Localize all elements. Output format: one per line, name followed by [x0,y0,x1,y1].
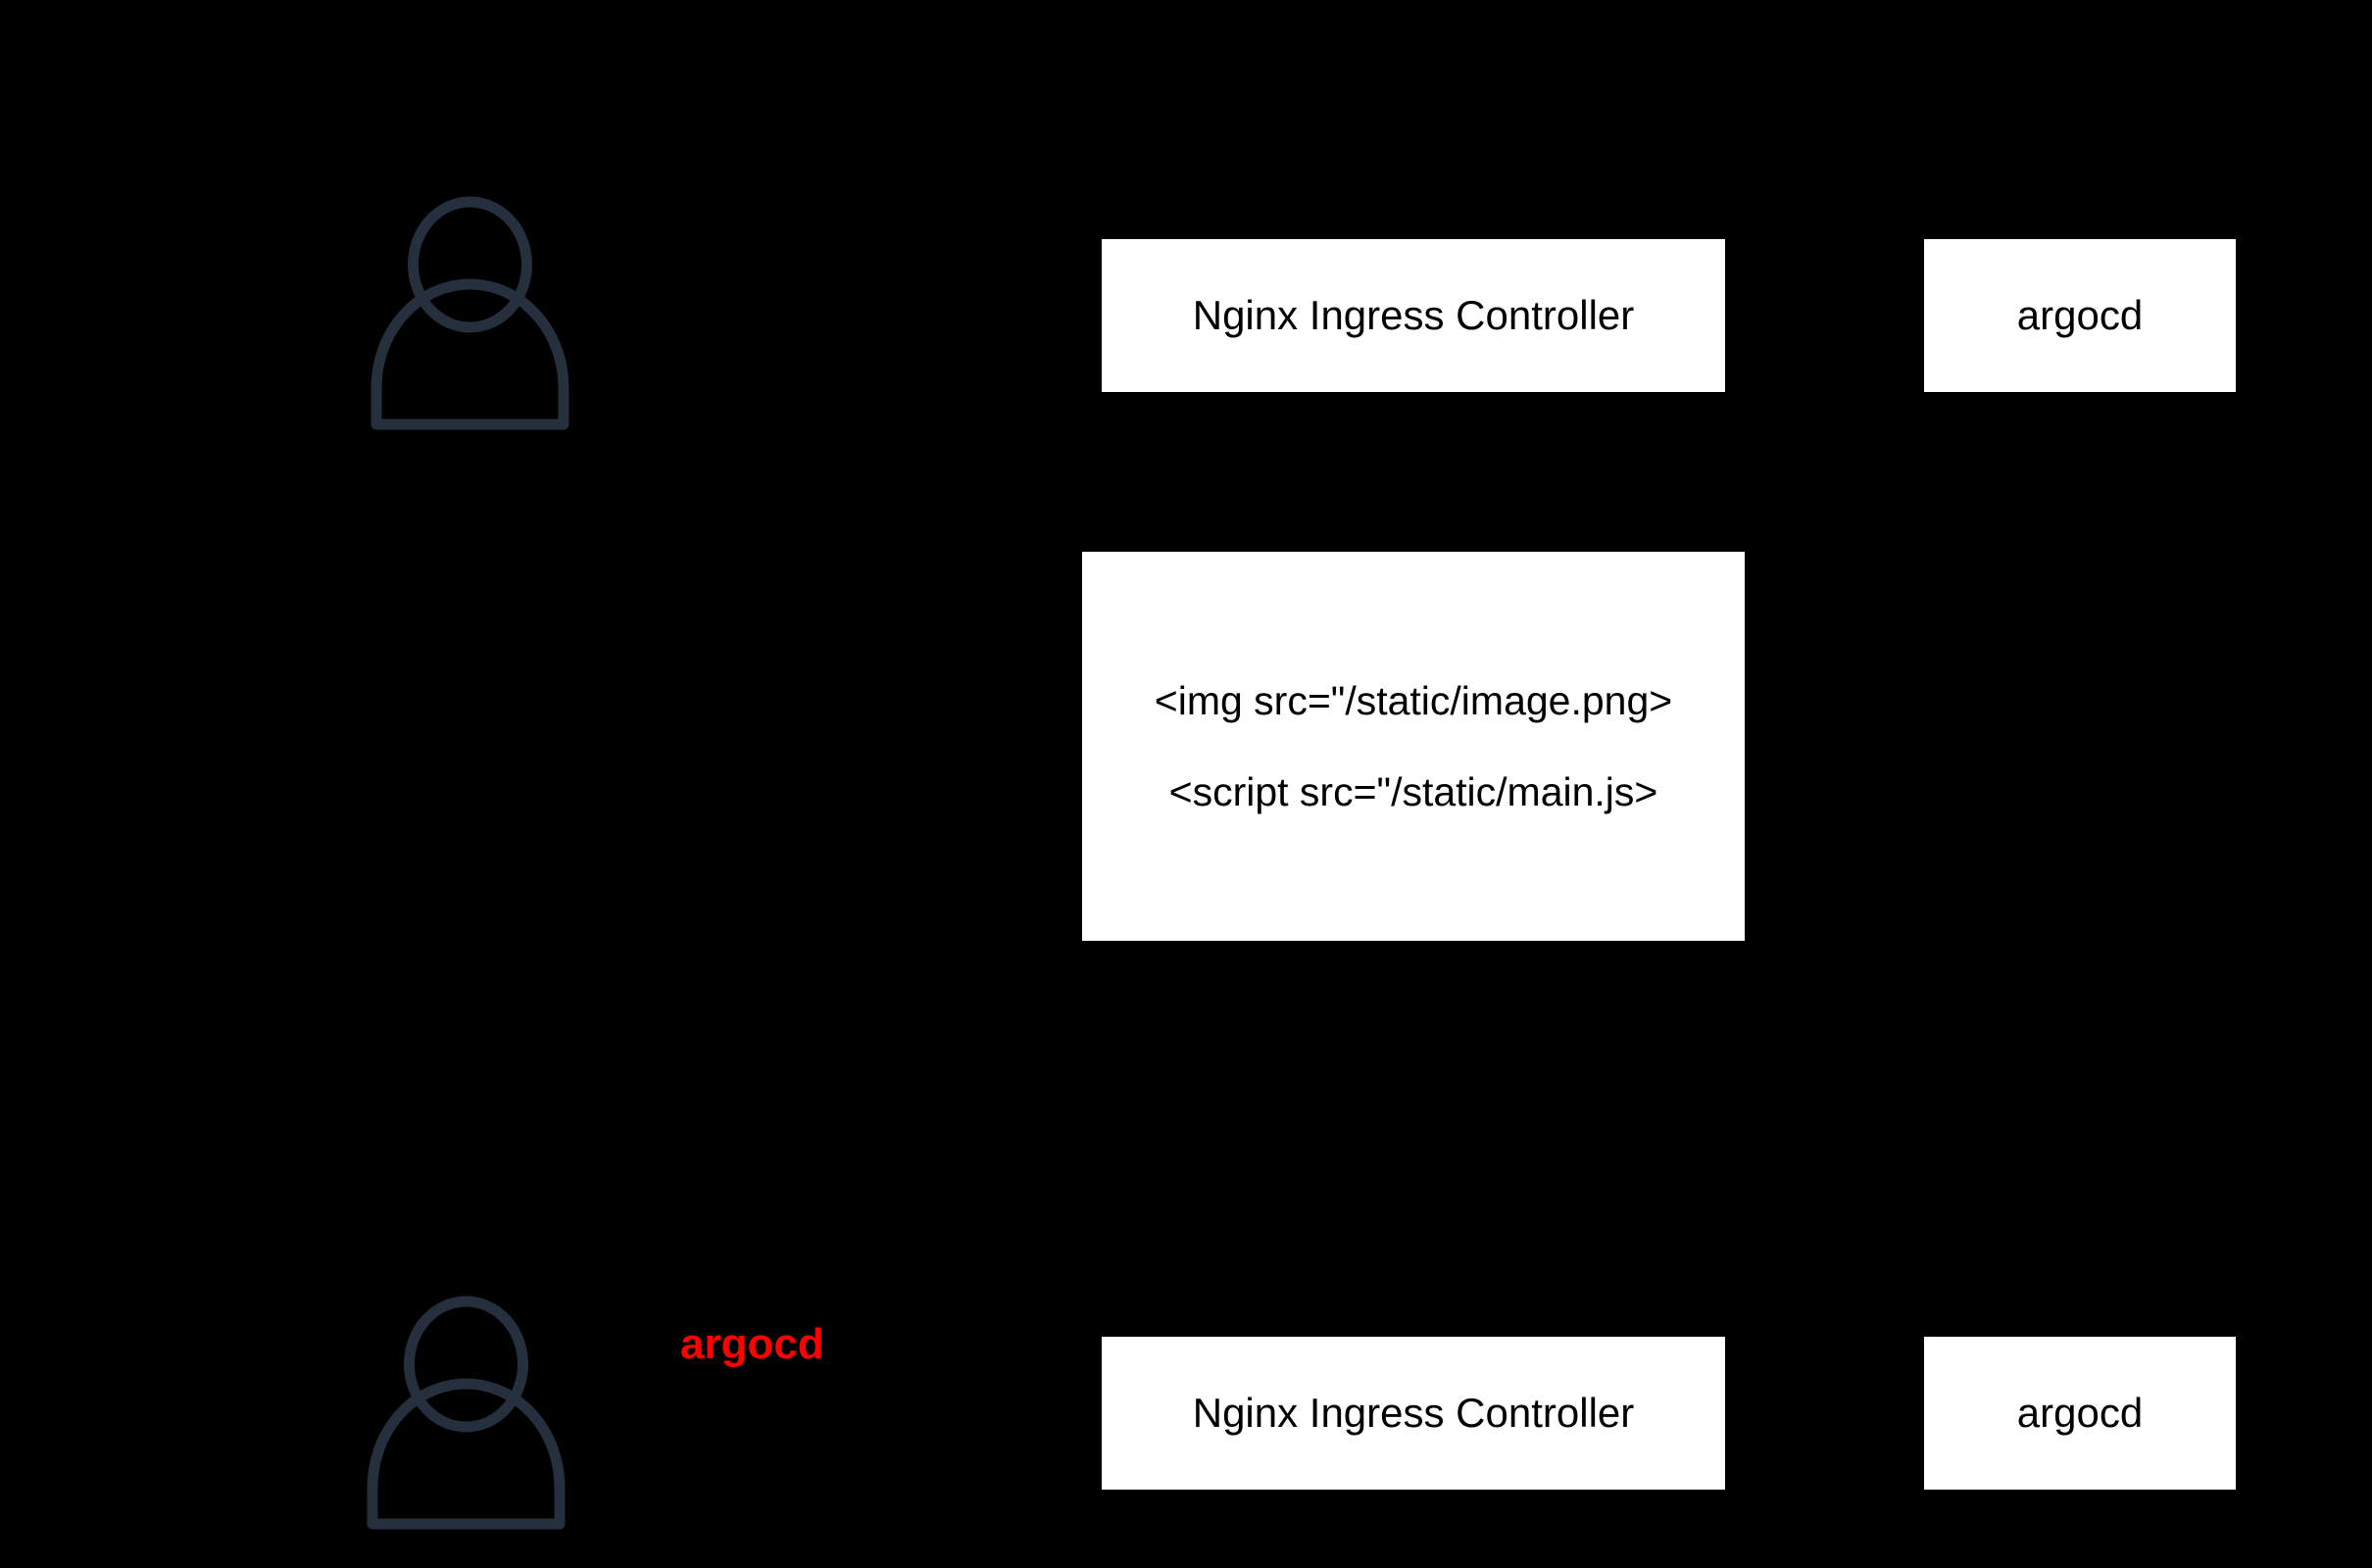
user-actor-icon-top [365,196,575,431]
node-label: Nginx Ingress Controller [1192,1390,1635,1436]
user-actor-glyph [367,1296,566,1530]
node-argocd-bottom[interactable]: argocd [1924,1337,2236,1490]
user-actor-icon-bottom [361,1296,571,1531]
node-html-snippet[interactable]: <img src="/static/image.png> <script src… [1082,552,1745,941]
annotation-argocd-path: argocd [680,1320,824,1368]
snippet-line-img: <img src="/static/image.png> [1154,677,1673,723]
node-label: argocd [2016,292,2144,338]
node-nginx-ingress-controller-top[interactable]: Nginx Ingress Controller [1102,239,1725,392]
node-argocd-top[interactable]: argocd [1924,239,2236,392]
snippet-line-script: <script src="/static/main.js> [1168,768,1658,814]
node-label: Nginx Ingress Controller [1192,292,1635,338]
user-actor-glyph [371,196,569,430]
node-nginx-ingress-controller-bottom[interactable]: Nginx Ingress Controller [1102,1337,1725,1490]
node-label: argocd [2016,1390,2144,1436]
